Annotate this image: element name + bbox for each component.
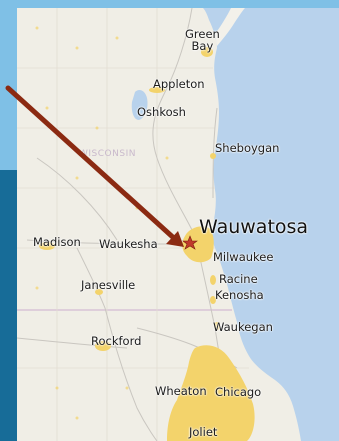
city-label-wheaton: Wheaton — [155, 384, 207, 398]
state-label-wisconsin: WISCONSIN — [79, 149, 136, 159]
city-label-waukegan: Waukegan — [213, 320, 273, 334]
city-label-chicago: Chicago — [215, 385, 262, 399]
map-view[interactable]: WISCONSIN Green Bay Appleton Oshkosh She… — [17, 8, 339, 441]
city-label-kenosha: Kenosha — [215, 288, 264, 302]
city-label-wauwatosa: Wauwatosa — [199, 216, 309, 238]
city-label-joliet: Joliet — [189, 425, 218, 439]
city-label-madison: Madison — [33, 235, 81, 249]
map-canvas — [17, 8, 339, 441]
urban-areas — [39, 47, 255, 441]
city-label-green-bay: Green Bay — [185, 27, 220, 53]
city-label-waukesha: Waukesha — [99, 237, 158, 251]
green-bay-water — [215, 8, 245, 46]
lake-michigan — [203, 8, 339, 441]
city-label-oshkosh: Oshkosh — [137, 105, 186, 119]
city-label-rockford: Rockford — [91, 334, 142, 348]
city-label-milwaukee: Milwaukee — [213, 250, 274, 264]
city-label-sheboygan: Sheboygan — [215, 141, 280, 155]
city-label-appleton: Appleton — [153, 77, 205, 91]
city-label-janesville: Janesville — [81, 278, 136, 292]
city-label-racine: Racine — [219, 272, 258, 286]
